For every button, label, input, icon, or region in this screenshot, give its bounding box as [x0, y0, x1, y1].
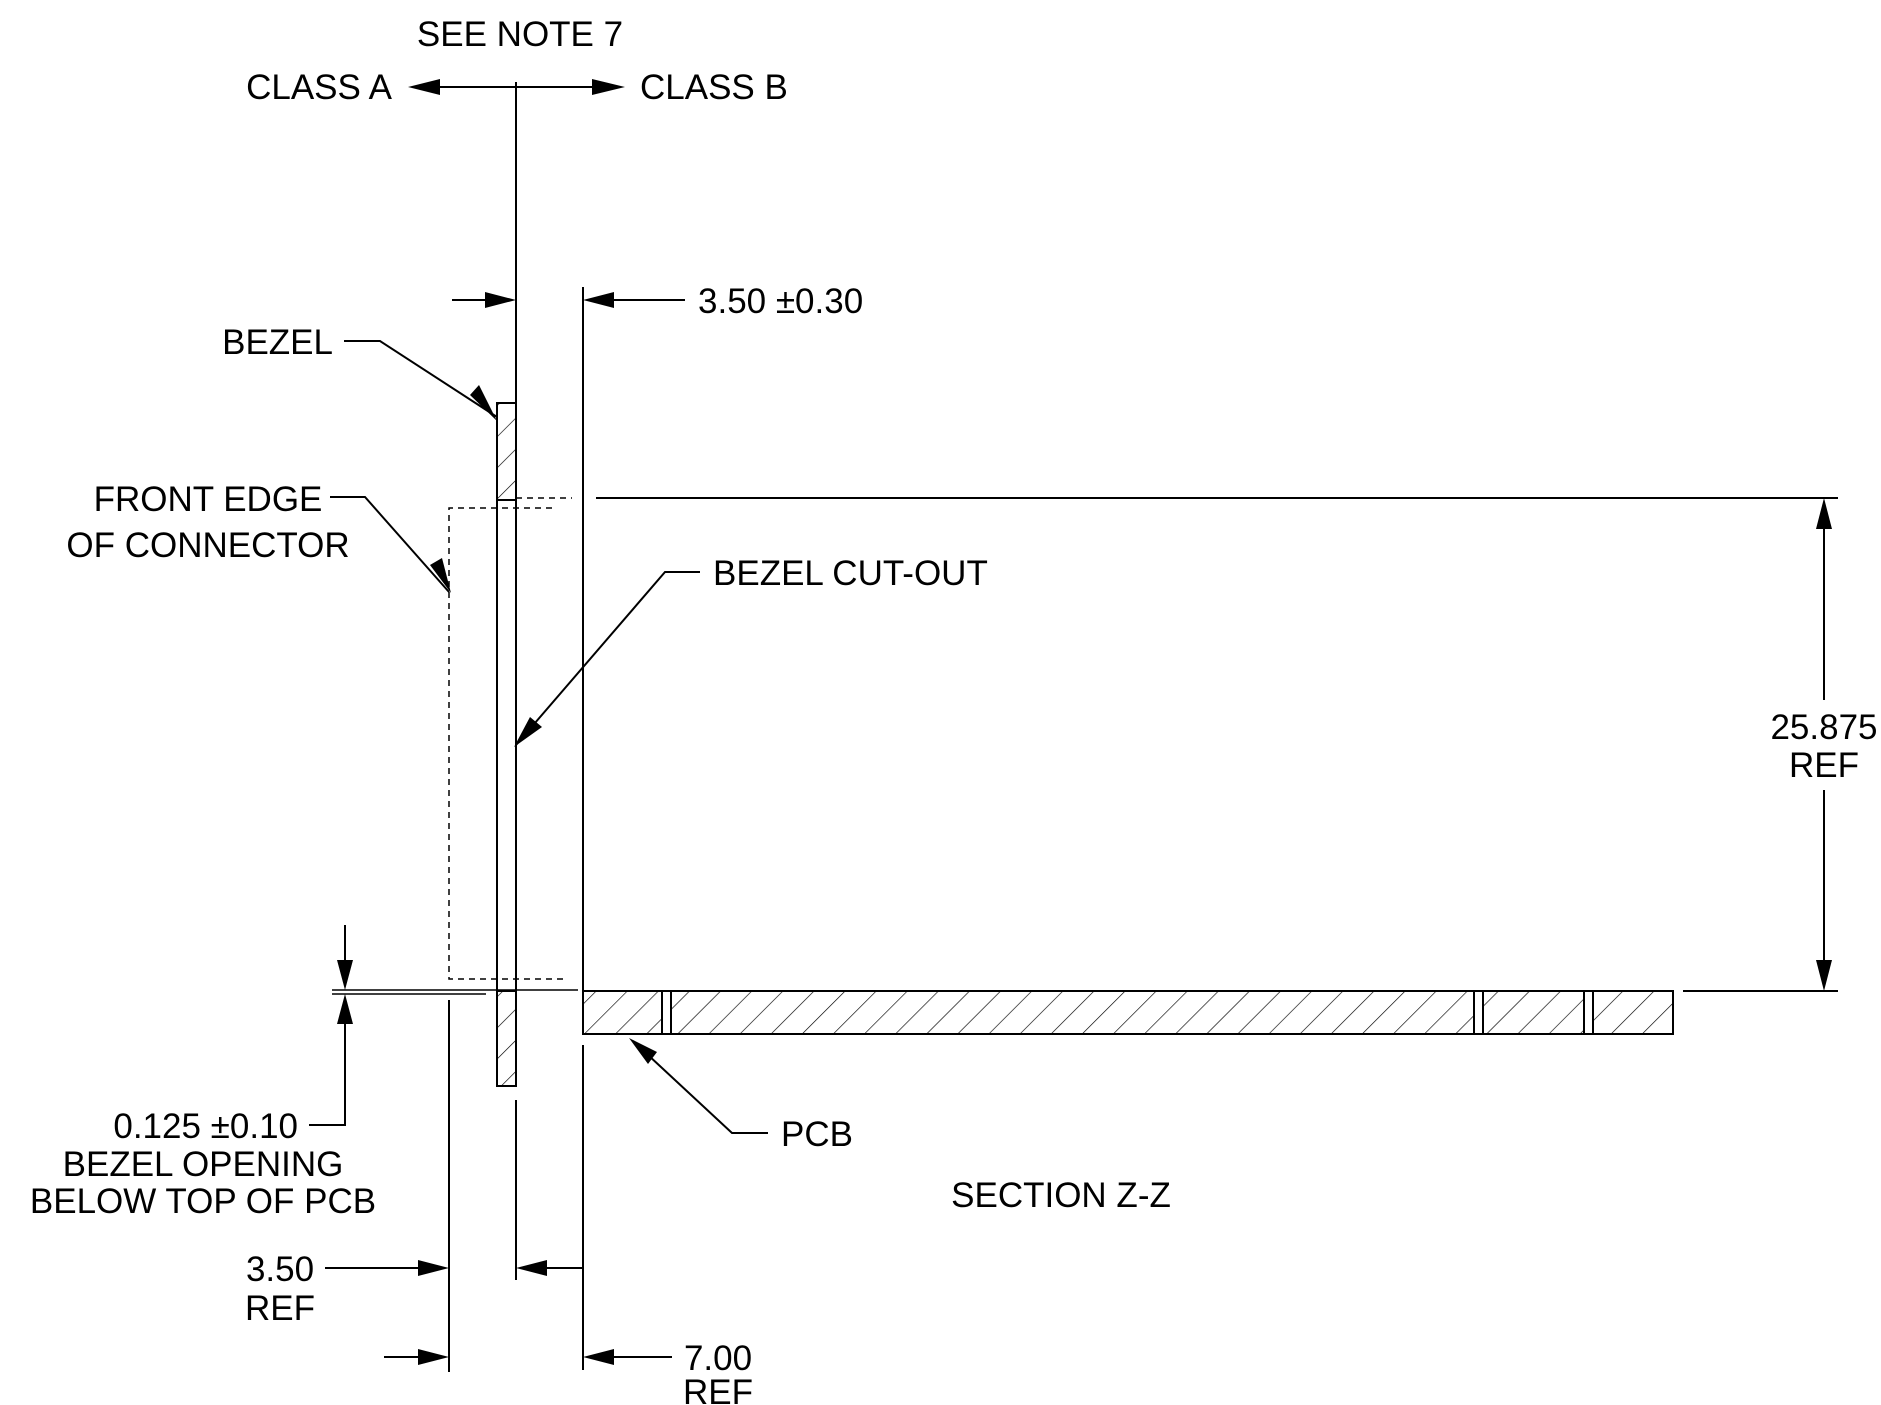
bezel-leader — [344, 340, 498, 418]
connector-dashed-outline — [448, 507, 563, 980]
pcb-slot-1-fill — [663, 992, 670, 1033]
pcb-slot-2-fill — [1475, 992, 1482, 1033]
pcb — [582, 990, 1674, 1370]
bezel-cutout-callout: BEZEL CUT-OUT — [514, 554, 988, 747]
bezel-upper-section — [496, 402, 517, 501]
overall-arrowhead-left — [418, 1349, 449, 1365]
opening-value: 0.125 ±0.10 — [113, 1107, 298, 1146]
height-dimension: 25.875 REF — [596, 497, 1878, 992]
bezel-leader-arrowhead — [470, 385, 497, 421]
front-edge-label-line1: FRONT EDGE — [94, 480, 323, 519]
pcb-callout: PCB — [629, 1038, 853, 1154]
bezel-gap-dimension: 3.50 ±0.30 — [452, 282, 863, 1000]
offset-arrowhead-right — [516, 1260, 547, 1276]
class-a-label: CLASS A — [246, 68, 393, 107]
class-indicator: SEE NOTE 7 CLASS A CLASS B — [246, 15, 788, 415]
bezel-cutout-leader — [515, 571, 700, 746]
offset-value: 3.50 — [246, 1250, 314, 1289]
front-edge-leader — [330, 496, 450, 593]
pcb-label: PCB — [781, 1115, 853, 1154]
opening-leader — [309, 1024, 346, 1126]
pcb-slot-3-fill — [1585, 992, 1592, 1033]
view-title: SECTION Z-Z — [951, 1176, 1171, 1215]
front-edge-leader-arrowhead — [430, 558, 451, 593]
opening-arrowhead-bottom — [337, 994, 353, 1024]
overall-dimension: 7.00 REF — [384, 1339, 753, 1405]
bezel-gap-value: 3.50 ±0.30 — [698, 282, 863, 321]
height-ref: REF — [1789, 746, 1859, 785]
class-b-label: CLASS B — [640, 68, 788, 107]
offset-arrowhead-left — [418, 1260, 449, 1276]
height-value: 25.875 — [1770, 708, 1877, 747]
dim-arrowhead-left — [485, 292, 516, 308]
offset-dimension: 3.50 REF — [245, 1000, 583, 1372]
opening-desc-line2: BELOW TOP OF PCB — [30, 1182, 376, 1221]
bezel-cutout-region — [496, 499, 517, 992]
bezel-cutout-label: BEZEL CUT-OUT — [713, 554, 988, 593]
bezel-cutout-leader-arrowhead — [514, 717, 542, 747]
dim-arrowhead-right — [583, 292, 614, 308]
bezel-callout: BEZEL — [222, 323, 498, 421]
pcb-leader-arrowhead — [629, 1038, 657, 1064]
opening-desc-line1: BEZEL OPENING — [63, 1145, 344, 1184]
overall-ref: REF — [683, 1373, 753, 1405]
connector-outline — [448, 497, 572, 980]
bezel — [496, 402, 517, 1280]
front-edge-callout: FRONT EDGE OF CONNECTOR — [66, 480, 451, 593]
bezel-lower-section — [496, 990, 517, 1087]
front-edge-label-line2: OF CONNECTOR — [66, 526, 349, 565]
opening-dimension: 0.125 ±0.10 BEZEL OPENING BELOW TOP OF P… — [30, 925, 578, 1221]
opening-arrowhead-top — [337, 960, 353, 990]
bezel-label: BEZEL — [222, 323, 333, 362]
class-a-arrowhead — [408, 79, 440, 95]
overall-arrowhead-right — [583, 1349, 614, 1365]
height-arrowhead-bottom — [1816, 960, 1832, 991]
class-b-arrowhead — [592, 79, 625, 95]
see-note-label: SEE NOTE 7 — [417, 15, 623, 54]
pcb-body — [582, 990, 1674, 1035]
offset-ref: REF — [245, 1289, 315, 1328]
pcb-leader — [632, 1040, 768, 1134]
overall-value: 7.00 — [684, 1339, 752, 1378]
height-arrowhead-top — [1816, 498, 1832, 529]
